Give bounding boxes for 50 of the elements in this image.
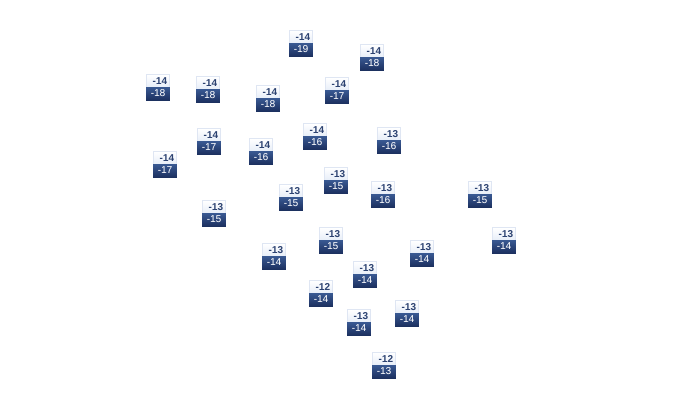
low-temperature: -18 <box>360 57 384 71</box>
low-temperature: -15 <box>319 240 343 254</box>
high-temperature: -14 <box>153 151 177 164</box>
high-temperature: -13 <box>468 181 492 194</box>
low-temperature: -19 <box>289 43 313 57</box>
high-temperature: -13 <box>347 309 371 322</box>
low-temperature: -14 <box>395 313 419 327</box>
high-temperature: -14 <box>249 138 273 151</box>
high-temperature: -13 <box>353 261 377 274</box>
high-temperature: -13 <box>410 240 434 253</box>
low-temperature: -16 <box>377 140 401 154</box>
high-temperature: -12 <box>309 280 333 293</box>
low-temperature: -15 <box>279 197 303 211</box>
low-temperature: -13 <box>372 365 396 379</box>
high-temperature: -14 <box>256 85 280 98</box>
low-temperature: -17 <box>153 164 177 178</box>
high-temperature: -13 <box>202 200 226 213</box>
low-temperature: -17 <box>325 90 349 104</box>
high-temperature: -13 <box>395 300 419 313</box>
low-temperature: -14 <box>309 293 333 307</box>
high-temperature: -14 <box>325 77 349 90</box>
high-temperature: -13 <box>377 127 401 140</box>
low-temperature: -14 <box>492 240 516 254</box>
high-temperature: -13 <box>324 167 348 180</box>
low-temperature: -18 <box>256 98 280 112</box>
low-temperature: -18 <box>146 87 170 101</box>
high-temperature: -14 <box>303 123 327 136</box>
high-temperature: -13 <box>319 227 343 240</box>
low-temperature: -14 <box>347 322 371 336</box>
low-temperature: -14 <box>262 256 286 270</box>
high-temperature: -12 <box>372 352 396 365</box>
low-temperature: -16 <box>371 194 395 208</box>
low-temperature: -15 <box>324 180 348 194</box>
high-temperature: -14 <box>196 76 220 89</box>
low-temperature: -18 <box>196 89 220 103</box>
high-temperature: -14 <box>289 30 313 43</box>
low-temperature: -15 <box>202 213 226 227</box>
high-temperature: -13 <box>262 243 286 256</box>
high-temperature: -13 <box>371 181 395 194</box>
low-temperature: -15 <box>468 194 492 208</box>
low-temperature: -14 <box>353 274 377 288</box>
high-temperature: -14 <box>146 74 170 87</box>
low-temperature: -16 <box>249 151 273 165</box>
low-temperature: -16 <box>303 136 327 150</box>
low-temperature: -17 <box>197 141 221 155</box>
high-temperature: -14 <box>360 44 384 57</box>
low-temperature: -14 <box>410 253 434 267</box>
high-temperature: -13 <box>279 184 303 197</box>
high-temperature: -14 <box>197 128 221 141</box>
high-temperature: -13 <box>492 227 516 240</box>
